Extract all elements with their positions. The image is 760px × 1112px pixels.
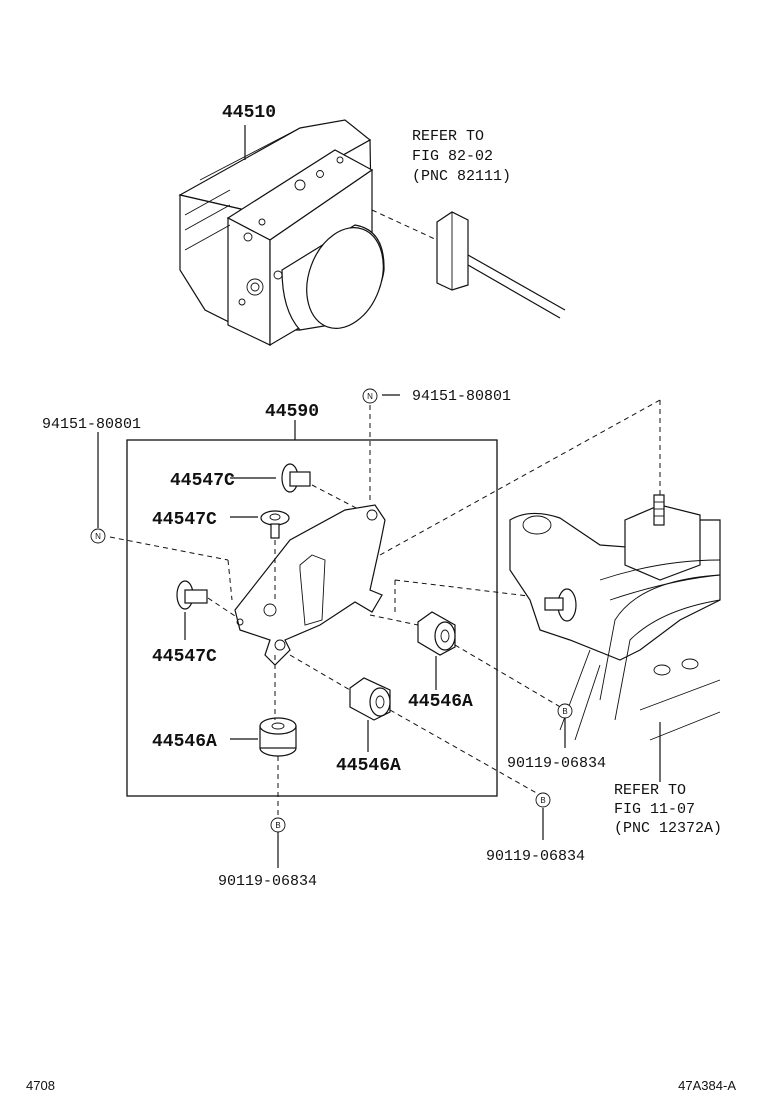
bolt-44547c-mid xyxy=(260,510,290,600)
label-44547c-2: 44547C xyxy=(152,510,217,530)
refer-right-line1: REFER TO xyxy=(614,782,686,799)
label-nut-left: 94151-80801 xyxy=(42,416,141,433)
bracket-box xyxy=(126,439,498,797)
svg-text:B: B xyxy=(540,796,545,805)
label-44510: 44510 xyxy=(222,103,276,123)
cushion-44546a-lower xyxy=(259,717,297,757)
tag-n-top: N xyxy=(362,388,378,404)
cushion-44546a-center xyxy=(349,677,391,721)
cushion-44546a-right xyxy=(417,611,456,656)
connector xyxy=(371,209,566,319)
figure-code: 47A384-A xyxy=(678,1078,736,1093)
label-44547c-1: 44547C xyxy=(170,471,235,491)
label-44547c-3: 44547C xyxy=(152,647,217,667)
label-nut-right: 94151-80801 xyxy=(412,388,511,405)
abs-actuator xyxy=(178,119,385,347)
page-number: 4708 xyxy=(26,1078,55,1093)
svg-text:B: B xyxy=(275,821,280,830)
refer-top-line2: FIG 82-02 xyxy=(412,148,493,165)
label-44546a-center: 44546A xyxy=(336,756,401,776)
refer-top-line1: REFER TO xyxy=(412,128,484,145)
label-bolt-b-bottom: 90119-06834 xyxy=(218,873,317,890)
tag-b-right: B xyxy=(557,703,573,719)
label-44546a-right: 44546A xyxy=(408,692,473,712)
bracket xyxy=(234,504,386,666)
refer-right-line3: (PNC 12372A) xyxy=(614,820,722,837)
svg-text:N: N xyxy=(367,392,373,401)
tag-n-left: N xyxy=(90,528,106,544)
tag-b-bottom: B xyxy=(270,817,286,833)
svg-text:B: B xyxy=(562,707,567,716)
refer-top-line3: (PNC 82111) xyxy=(412,168,511,185)
label-44590: 44590 xyxy=(265,402,319,422)
label-bolt-b-mid: 90119-06834 xyxy=(486,848,585,865)
bolt-44547c-left xyxy=(176,580,239,619)
refer-right-line2: FIG 11-07 xyxy=(614,801,695,818)
svg-text:N: N xyxy=(95,532,101,541)
label-bolt-b-right: 90119-06834 xyxy=(507,755,606,772)
tag-b-mid: B xyxy=(535,792,551,808)
bolt-44547c-top xyxy=(281,463,361,511)
label-44546a-left: 44546A xyxy=(152,732,217,752)
vehicle-body xyxy=(509,494,721,741)
